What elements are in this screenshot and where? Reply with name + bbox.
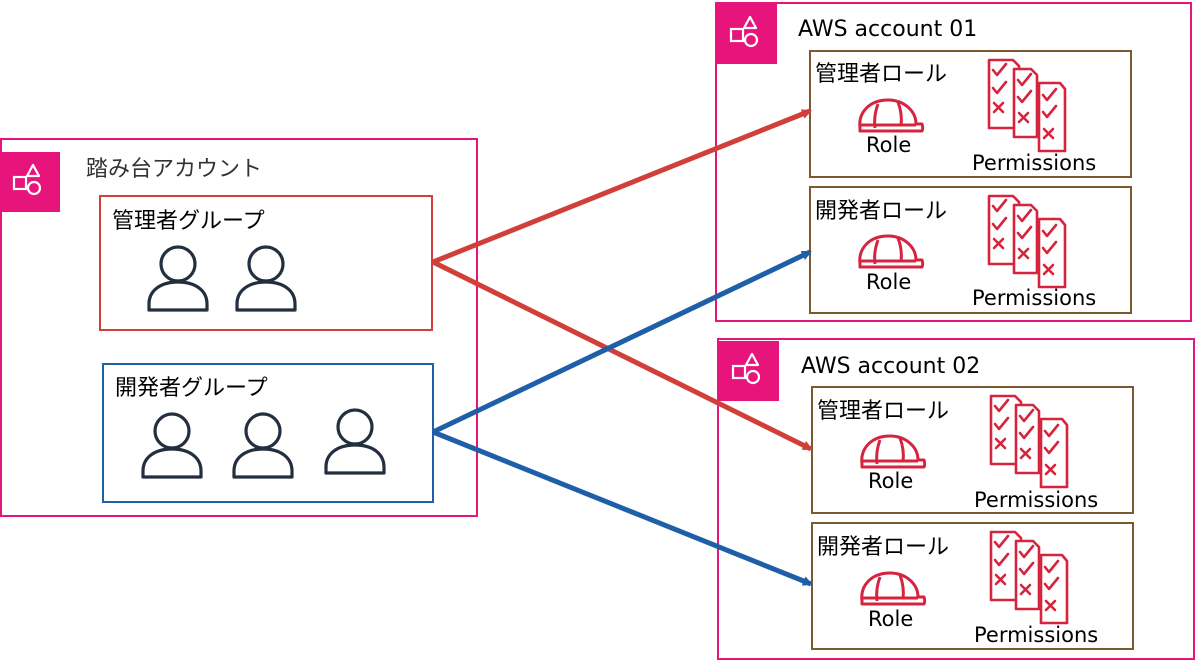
developer-role-title: 開発者ロール (817, 535, 950, 560)
bastion-account-title: 踏み台アカウント (86, 157, 263, 182)
dev-to-account02-dev-arrow (432, 429, 813, 587)
admin-to-account02-admin-arrow (431, 259, 813, 452)
bastion-account-badge (0, 152, 60, 212)
role-label: Role (868, 607, 914, 631)
aws-account-02-badge (719, 341, 779, 401)
permissions-checklist-icon (989, 394, 1069, 489)
aws-account-02-title: AWS account 02 (801, 354, 981, 379)
user-icon (141, 412, 203, 479)
permissions-checklist-icon (987, 58, 1067, 153)
user-icon (232, 412, 294, 479)
aws-account-icon (729, 15, 759, 48)
permissions-label: Permissions (972, 151, 1097, 175)
admin-role-title: 管理者ロール (817, 399, 950, 424)
admin-role-title: 管理者ロール (815, 62, 948, 87)
aws-account-icon (731, 352, 761, 385)
iam-role-helmet-icon (860, 571, 927, 606)
permissions-label: Permissions (974, 488, 1099, 512)
admin-to-account01-admin-arrow (432, 108, 812, 265)
aws-account-01-title: AWS account 01 (798, 17, 978, 42)
dev-to-account01-dev-arrow (431, 249, 812, 435)
iam-role-helmet-icon (858, 98, 925, 133)
developer-group-label: 開発者グループ (115, 376, 268, 401)
role-label: Role (868, 469, 914, 493)
iam-role-helmet-icon (860, 434, 927, 469)
developer-group (102, 363, 434, 503)
permissions-label: Permissions (974, 623, 1099, 647)
user-icon (147, 245, 209, 312)
user-icon (324, 408, 386, 475)
permissions-label: Permissions (972, 286, 1097, 310)
role-label: Role (866, 270, 912, 294)
iam-role-helmet-icon (858, 234, 925, 269)
role-label: Role (866, 133, 912, 157)
user-icon (235, 245, 297, 312)
developer-role-title: 開発者ロール (815, 199, 948, 224)
permissions-checklist-icon (989, 530, 1069, 625)
permissions-checklist-icon (987, 194, 1067, 289)
admin-group (99, 195, 433, 331)
admin-group-label: 管理者グループ (112, 209, 265, 234)
aws-account-01-badge (717, 4, 777, 64)
aws-account-icon (12, 163, 42, 196)
